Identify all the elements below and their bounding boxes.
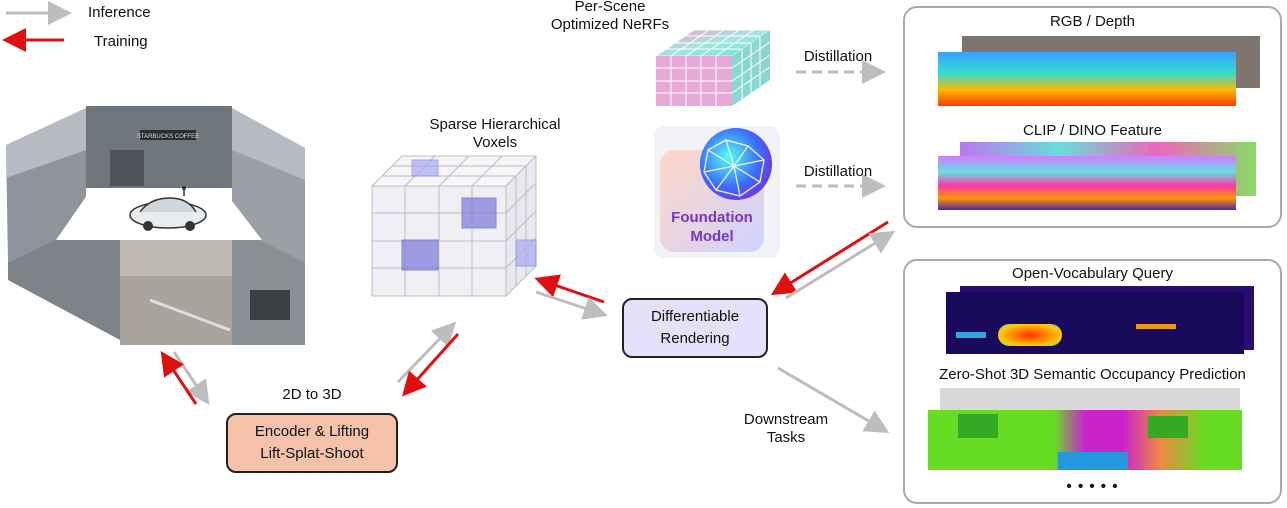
depth-map bbox=[938, 52, 1236, 106]
clip-dino-title: CLIP / DINO Feature bbox=[1023, 122, 1162, 139]
query-map bbox=[946, 292, 1244, 354]
occupancy-map bbox=[928, 410, 1242, 470]
nerf-grid-block bbox=[654, 29, 772, 106]
sparse-voxel-grid bbox=[370, 154, 538, 298]
foundation-model-card bbox=[654, 126, 780, 258]
ellipsis: • • • • • bbox=[1066, 478, 1119, 495]
rgb-depth-title: RGB / Depth bbox=[1049, 13, 1136, 30]
occupancy-title: Zero-Shot 3D Semantic Occupancy Predicti… bbox=[939, 366, 1246, 383]
feature-map bbox=[938, 156, 1236, 210]
open-vocab-title: Open-Vocabulary Query bbox=[1012, 265, 1173, 282]
lift-caption: 2D to 3D bbox=[282, 386, 342, 403]
legend-inference-label: Inference bbox=[88, 4, 151, 21]
car-icon bbox=[129, 186, 207, 231]
starbucks-sign bbox=[140, 130, 196, 140]
surround-view-images: STARBUCKS COFFEE bbox=[6, 106, 305, 345]
distillation-label-1: Distillation bbox=[803, 48, 873, 65]
distillation-label-2: Distillation bbox=[803, 163, 873, 180]
svg-text:STARBUCKS COFFEE: STARBUCKS COFFEE bbox=[137, 134, 199, 140]
legend-training-label: Training bbox=[94, 33, 148, 50]
